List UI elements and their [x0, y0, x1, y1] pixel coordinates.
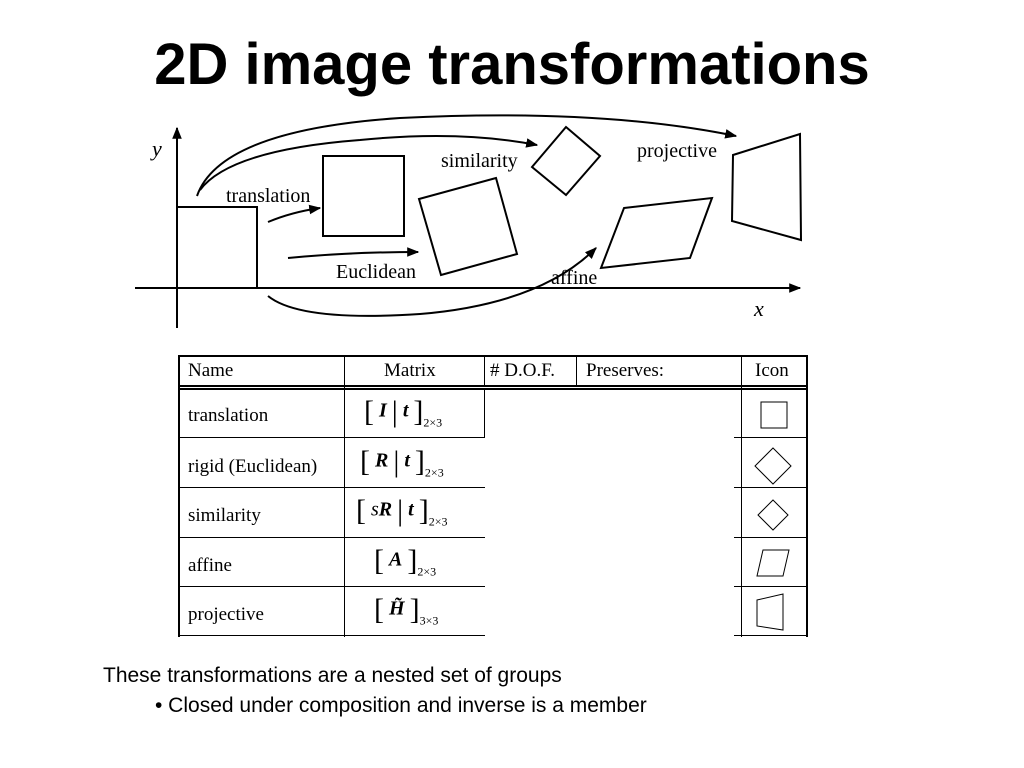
matrix-rigid-second: t: [404, 449, 410, 472]
arrow-affine: [267, 247, 597, 317]
original-square: [176, 206, 258, 289]
row-name-similarity: similarity: [188, 505, 261, 526]
row-rule-5-left: [178, 635, 485, 636]
slide-title: 2D image transformations: [154, 32, 870, 97]
body-bullet-closed: • Closed under composition and inverse i…: [155, 694, 647, 717]
arrow-projective: [196, 114, 738, 197]
label-translation: translation: [226, 185, 310, 207]
matrix-rigid-main: R: [375, 449, 389, 472]
matrix-similarity: [ sR | t ]2×3: [356, 494, 448, 529]
matrix-translation-size: 2×3: [423, 415, 443, 430]
label-similarity: similarity: [441, 150, 518, 172]
table-dof-preserves-rule: [576, 355, 577, 387]
header-name: Name: [188, 360, 234, 381]
row-rule-1-right: [734, 437, 808, 438]
similarity-square: [530, 125, 602, 197]
matrix-translation-main: I: [379, 399, 387, 422]
affine-parallelogram: [599, 196, 714, 270]
arrow-similarity: [199, 135, 539, 191]
table-matrix-right-rule-1: [484, 390, 485, 437]
body-text-nested-groups: These transformations are a nested set o…: [103, 664, 562, 687]
table-preserves-icon-rule: [741, 355, 742, 637]
label-euclidean: Euclidean: [336, 261, 416, 283]
row-rule-2-left: [178, 487, 485, 488]
axis-label-y: y: [150, 136, 162, 161]
header-icon: Icon: [755, 360, 789, 381]
icon-column: [754, 401, 792, 631]
arrow-euclidean: [287, 247, 420, 259]
table-body-top-rule: [178, 388, 808, 390]
header-matrix: Matrix: [384, 360, 436, 381]
matrix-affine-main: A: [389, 548, 403, 571]
arrow-translation: [267, 204, 322, 223]
table-header-top-rule: [178, 355, 808, 357]
projective-trapezoid: [730, 132, 803, 242]
matrix-rigid-size: 2×3: [424, 465, 444, 480]
header-preserves: Preserves:: [586, 360, 665, 381]
euclidean-square: [417, 176, 519, 277]
rotated-square-icon: [754, 447, 792, 485]
matrix-affine-size: 2×3: [417, 564, 437, 579]
row-rule-5-right: [734, 635, 808, 636]
table-matrix-dof-rule: [484, 355, 485, 387]
label-projective: projective: [637, 140, 717, 162]
matrix-translation-second: t: [402, 399, 409, 422]
matrix-translation: [ I | t ]2×3: [364, 395, 443, 430]
matrix-projective-main: H̃: [389, 597, 405, 620]
matrix-similarity-scalar: s: [371, 498, 379, 521]
row-name-projective: projective: [188, 604, 264, 625]
matrix-similarity-main: R: [378, 498, 393, 521]
matrix-projective-size: 3×3: [419, 613, 439, 628]
small-rotated-square-icon: [757, 499, 789, 531]
row-rule-2-right: [734, 487, 808, 488]
row-rule-3-left: [178, 537, 485, 538]
translated-square: [322, 155, 405, 237]
parallelogram-icon: [756, 549, 790, 577]
table-name-matrix-rule: [344, 355, 345, 637]
matrix-affine: [ A ]2×3: [374, 544, 437, 579]
table-right-rule: [806, 355, 808, 637]
row-name-affine: affine: [188, 555, 232, 576]
trapezoid-icon: [756, 593, 784, 631]
transformations-table: Name Matrix # D.O.F. Preserves: Icon tra…: [178, 355, 808, 637]
header-dof: # D.O.F.: [490, 360, 555, 381]
label-affine: affine: [551, 267, 597, 289]
matrix-projective: [ H̃ ]3×3: [374, 593, 439, 628]
row-rule-1-left: [178, 437, 485, 438]
row-rule-3-right: [734, 537, 808, 538]
row-name-translation: translation: [188, 405, 269, 426]
matrix-similarity-size: 2×3: [428, 514, 448, 529]
row-name-rigid: rigid (Euclidean): [188, 456, 318, 477]
matrix-similarity-second: t: [408, 498, 414, 521]
row-rule-4-right: [734, 586, 808, 587]
matrix-rigid: [ R | t ]2×3: [360, 445, 444, 480]
axis-label-x: x: [753, 296, 764, 321]
table-left-rule: [178, 355, 180, 637]
table-header-bottom-rule: [178, 385, 808, 387]
row-rule-4-left: [178, 586, 485, 587]
square-icon: [760, 401, 788, 429]
